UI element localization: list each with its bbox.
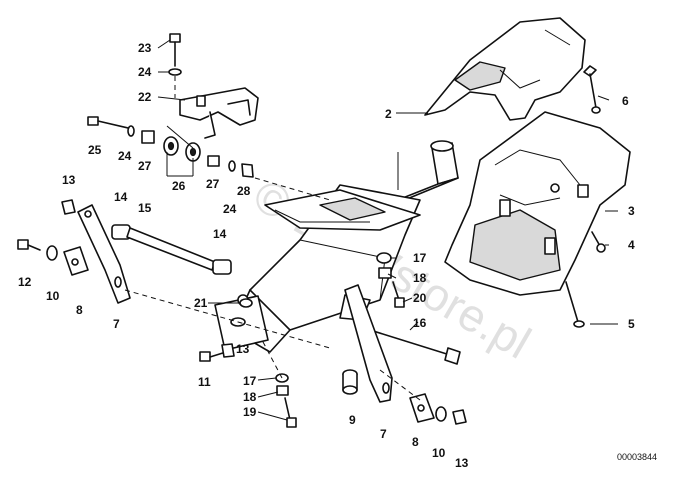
callout-23: 23 bbox=[138, 41, 152, 55]
screw-4 bbox=[591, 231, 606, 253]
upper-steering-column-cover bbox=[424, 17, 586, 121]
callout-11: 11 bbox=[198, 375, 211, 389]
callout-5: 5 bbox=[628, 317, 635, 331]
callout-17: 17 bbox=[413, 251, 427, 265]
washer-10-right bbox=[435, 406, 447, 422]
callout-14: 14 bbox=[213, 227, 227, 241]
bolt-23 bbox=[169, 33, 181, 67]
bracket-7-right bbox=[344, 284, 393, 403]
reference-code: 00003844 bbox=[617, 452, 657, 462]
callout-8: 8 bbox=[76, 303, 83, 317]
callout-21: 21 bbox=[194, 296, 208, 310]
callout-15: 15 bbox=[138, 201, 152, 215]
callout-10: 10 bbox=[46, 289, 60, 303]
callout-7: 7 bbox=[113, 317, 120, 331]
callout-27: 27 bbox=[206, 177, 220, 191]
plate-8-left bbox=[63, 246, 89, 276]
bolt-20 bbox=[392, 281, 405, 308]
bracket-22 bbox=[179, 87, 259, 139]
washer-21 bbox=[239, 298, 253, 308]
washer-24-right bbox=[228, 160, 236, 172]
callout-16: 16 bbox=[413, 316, 427, 330]
spacer-9 bbox=[342, 369, 358, 395]
bolt-16 bbox=[369, 329, 461, 365]
callout-17: 17 bbox=[243, 374, 257, 388]
rubber-mount-26-left bbox=[163, 136, 179, 156]
spacer-18-bottom bbox=[276, 385, 289, 396]
callout-10: 10 bbox=[432, 446, 446, 460]
callout-25: 25 bbox=[88, 143, 102, 157]
callout-20: 20 bbox=[413, 291, 427, 305]
screw-5 bbox=[565, 281, 585, 328]
washer-10-left bbox=[46, 245, 58, 261]
callout-24: 24 bbox=[118, 149, 132, 163]
callout-14: 14 bbox=[114, 190, 128, 204]
bushing-27-right bbox=[207, 155, 220, 167]
nut-13-middle bbox=[221, 343, 235, 358]
bolt-25 bbox=[87, 116, 129, 129]
callout-13: 13 bbox=[236, 342, 250, 356]
callout-9: 9 bbox=[349, 413, 356, 427]
plate-8-right bbox=[409, 393, 435, 423]
callout-19: 19 bbox=[243, 405, 257, 419]
callout-6: 6 bbox=[622, 94, 629, 108]
callout-2: 2 bbox=[385, 107, 392, 121]
bushing-27-left bbox=[141, 130, 155, 144]
washer-24-top bbox=[168, 68, 182, 76]
callout-8: 8 bbox=[412, 435, 419, 449]
lower-steering-column-cover bbox=[444, 111, 631, 296]
bushing-14-right bbox=[212, 259, 232, 275]
callout-3: 3 bbox=[628, 204, 635, 218]
nut-13-right bbox=[452, 409, 467, 425]
bolt-12 bbox=[17, 239, 41, 251]
callout-13: 13 bbox=[455, 456, 469, 470]
callout-24: 24 bbox=[138, 65, 152, 79]
callout-22: 22 bbox=[138, 90, 152, 104]
nut-28 bbox=[241, 163, 254, 178]
callout-12: 12 bbox=[18, 275, 32, 289]
spacer-18-top bbox=[378, 267, 392, 279]
callout-24: 24 bbox=[223, 202, 237, 216]
callout-4: 4 bbox=[628, 238, 635, 252]
callout-18: 18 bbox=[413, 271, 427, 285]
callout-27: 27 bbox=[138, 159, 152, 173]
callout-13: 13 bbox=[62, 173, 76, 187]
rubber-mount-26-right bbox=[185, 142, 201, 162]
screw-6 bbox=[583, 65, 601, 114]
callout-28: 28 bbox=[237, 184, 251, 198]
callout-labels: 23 24 22 25 24 27 26 27 24 28 13 14 15 1… bbox=[18, 41, 635, 470]
nut-13-top bbox=[61, 199, 76, 215]
callout-26: 26 bbox=[172, 179, 186, 193]
bolt-19 bbox=[284, 397, 297, 428]
rod-15 bbox=[126, 227, 216, 271]
bolt-11 bbox=[199, 351, 227, 362]
washer-24-left bbox=[127, 125, 135, 137]
callout-18: 18 bbox=[243, 390, 257, 404]
callout-7: 7 bbox=[380, 427, 387, 441]
bracket-7-left bbox=[77, 204, 131, 304]
bushing-17-top bbox=[376, 252, 392, 264]
leader-lines bbox=[157, 39, 618, 421]
